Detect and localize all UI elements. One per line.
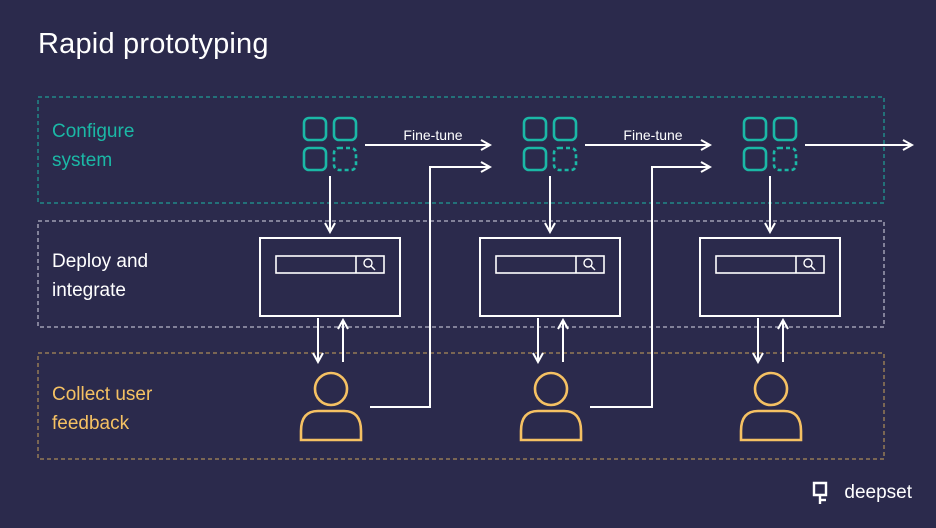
user-icon: [739, 371, 803, 442]
brand-logo: deepset: [812, 480, 912, 506]
lane-deploy: [37, 220, 885, 328]
lane-label-feedback: Collect user feedback: [52, 384, 153, 434]
search-window-icon: [479, 237, 621, 317]
search-icon: [583, 258, 596, 271]
user-icon: [519, 371, 583, 442]
search-window-icon: [259, 237, 401, 317]
user-icon: [299, 371, 363, 442]
lane-label-deploy: Deploy and integrate: [52, 251, 149, 301]
search-icon: [803, 258, 816, 271]
feedback-loop-arrow: [370, 167, 490, 408]
lane-feedback: [37, 352, 885, 460]
grid-config-icon: [522, 116, 578, 172]
grid-config-icon: [742, 116, 798, 172]
finetune-label: Fine-tune: [623, 127, 682, 143]
search-icon: [363, 258, 376, 271]
search-window-icon: [699, 237, 841, 317]
brand-name: deepset: [844, 482, 912, 503]
deepset-logo-icon: [813, 481, 828, 504]
finetune-label: Fine-tune: [403, 127, 462, 143]
page-title: Rapid prototyping: [38, 28, 269, 60]
lane-configure: [37, 96, 885, 204]
feedback-loop-arrow: [590, 167, 710, 408]
lane-label-configure: Configure system: [52, 121, 135, 171]
grid-config-icon: [302, 116, 358, 172]
